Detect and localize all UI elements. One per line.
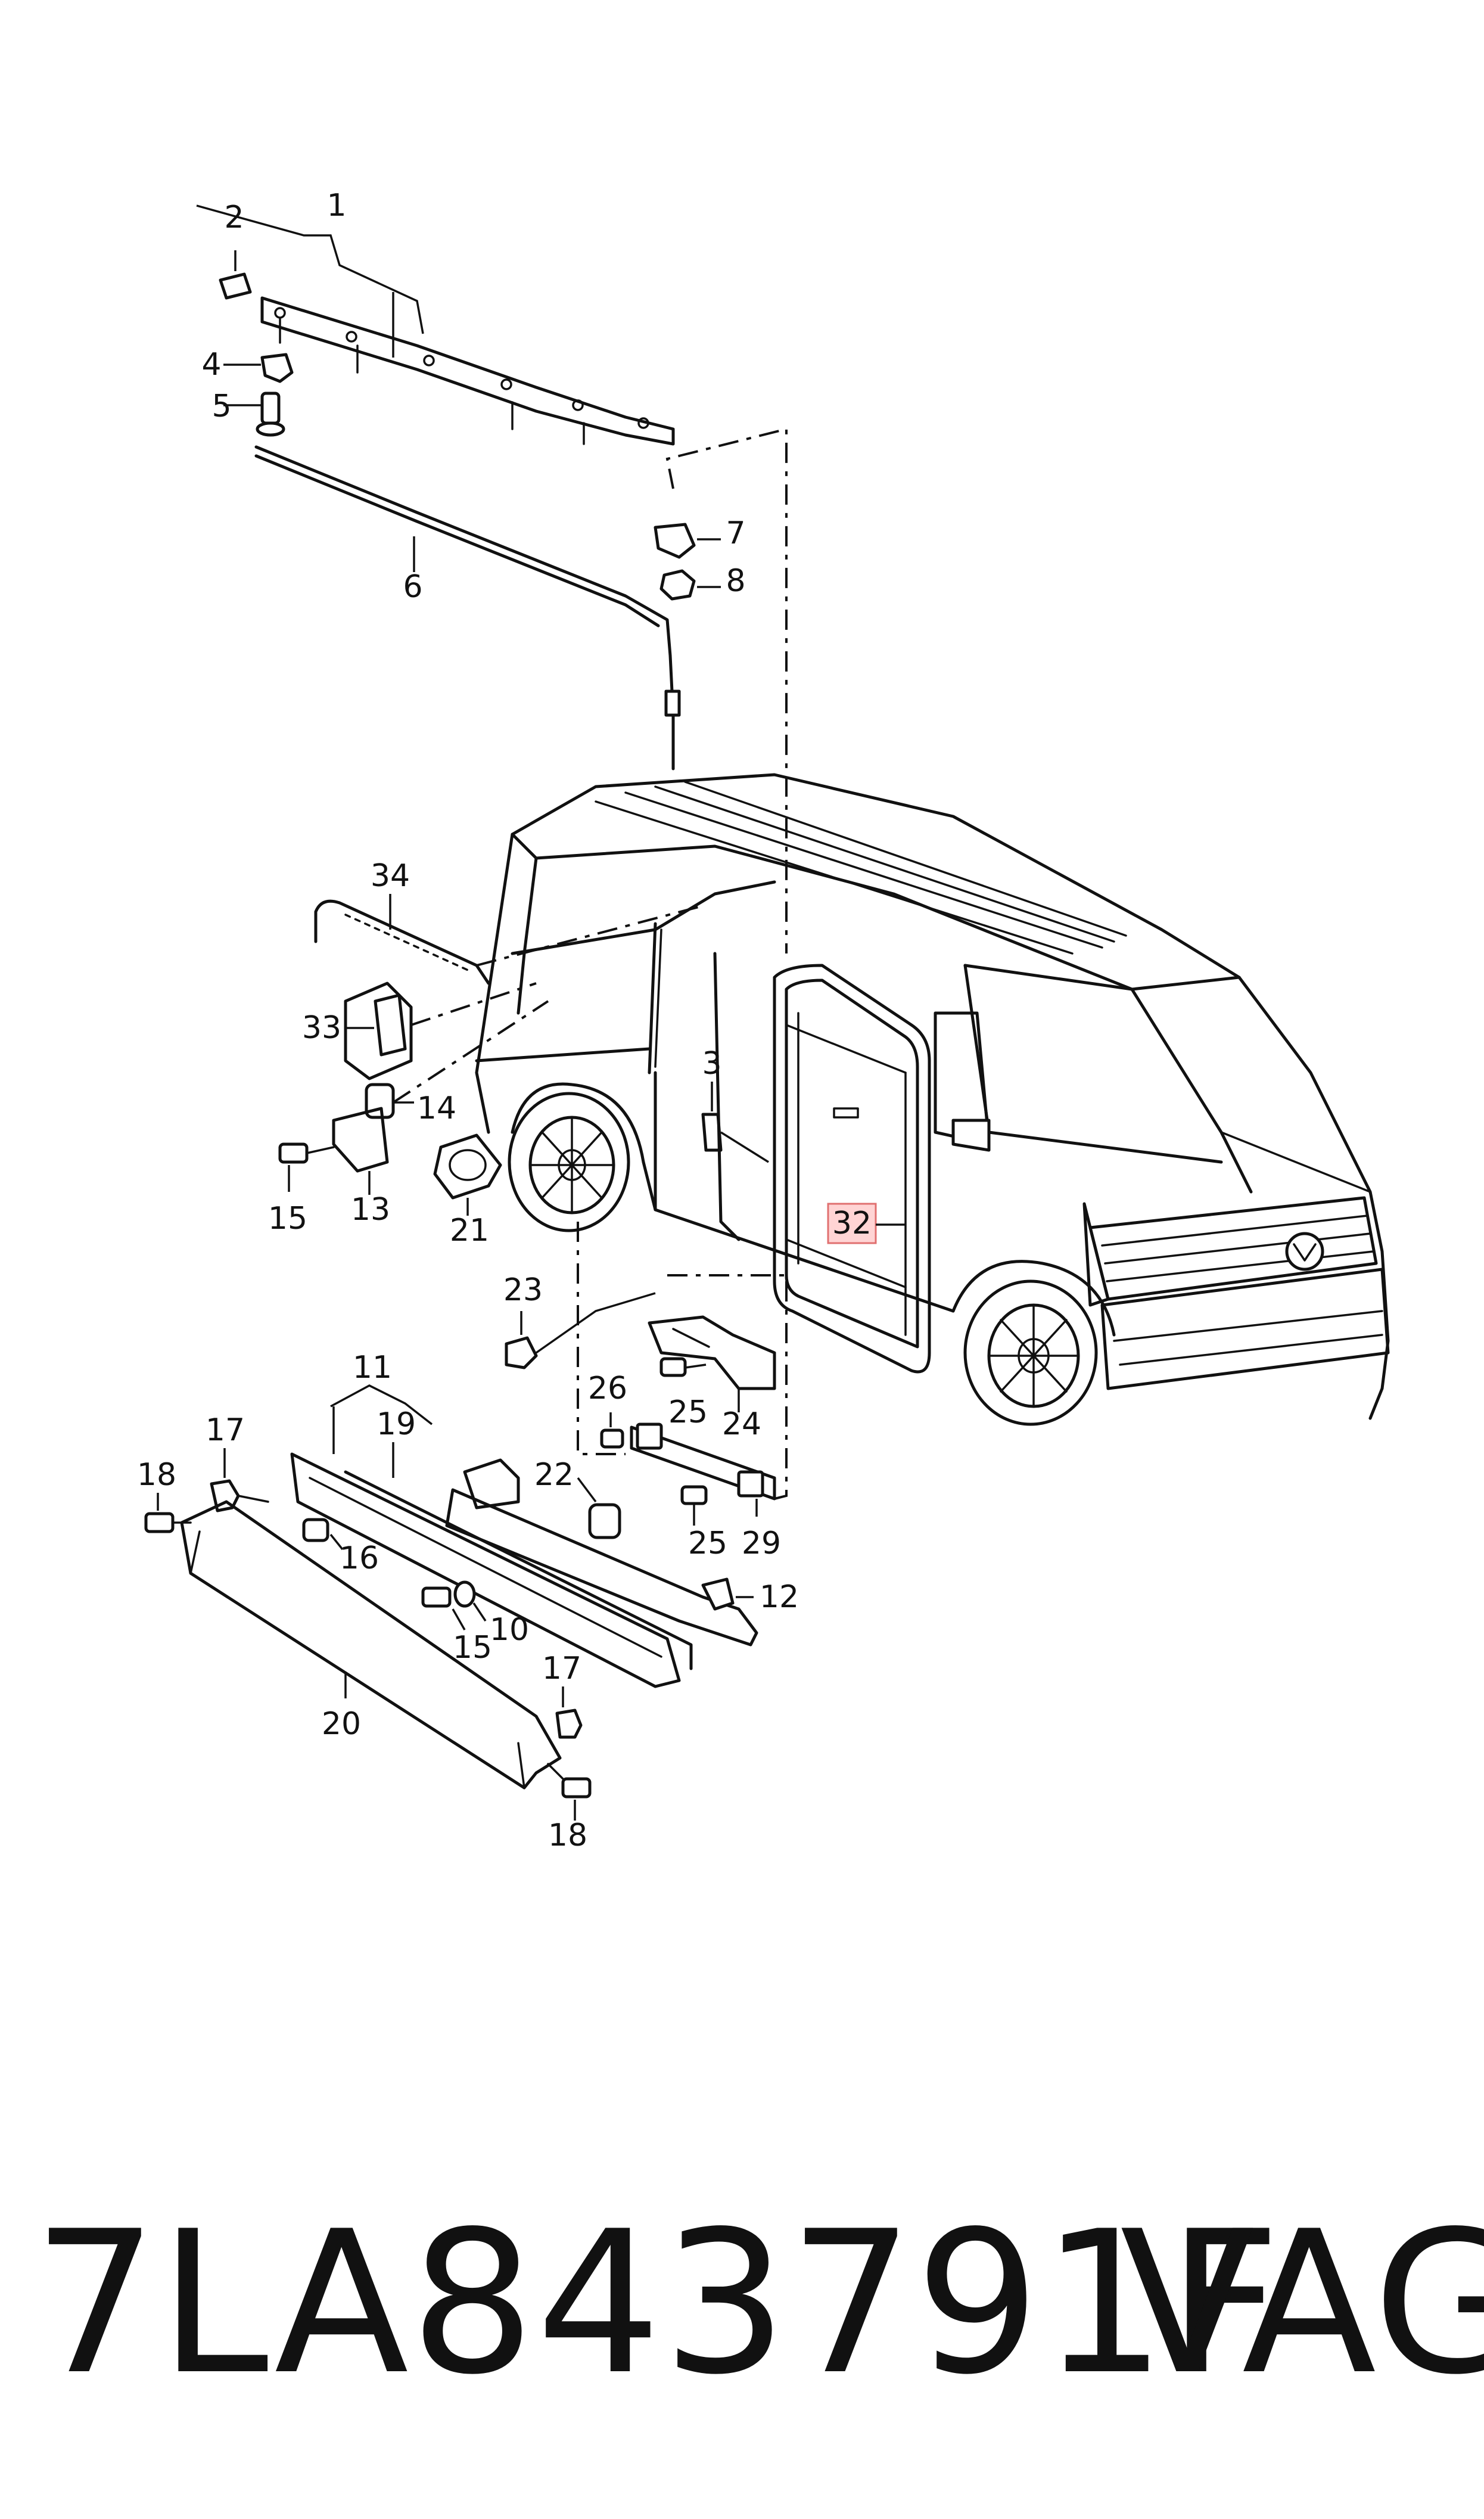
callout-22: 22 — [534, 1457, 574, 1493]
callout-34: 34 — [371, 858, 410, 894]
callout-2: 2 — [224, 200, 244, 235]
lower-rail-assembly — [144, 1274, 788, 1821]
callout-13: 13 — [351, 1192, 390, 1228]
callout-21: 21 — [450, 1213, 489, 1248]
callout-18a: 18 — [137, 1457, 176, 1493]
callout-24: 24 — [722, 1406, 761, 1442]
part-number: 7LA843791F — [33, 2189, 1282, 2418]
callout-3: 3 — [702, 1046, 721, 1082]
callout-1: 1 — [326, 188, 346, 223]
callout-12: 12 — [760, 1579, 799, 1615]
left-mid-parts — [278, 894, 769, 1455]
callout-19: 19 — [377, 1406, 416, 1442]
callout-32: 32 — [832, 1206, 872, 1241]
callout-7: 7 — [726, 515, 745, 551]
callout-26: 26 — [588, 1371, 627, 1406]
callout-6: 6 — [403, 569, 422, 605]
callout-17b: 17 — [542, 1651, 581, 1686]
callout-15b: 15 — [453, 1630, 492, 1666]
callout-14: 14 — [417, 1091, 456, 1126]
callout-29: 29 — [742, 1526, 781, 1561]
callout-18b: 18 — [548, 1818, 587, 1853]
callout-25b: 25 — [688, 1526, 727, 1561]
callout-20: 20 — [322, 1706, 361, 1742]
upper-rail-assembly — [196, 204, 788, 953]
callout-5: 5 — [211, 389, 231, 424]
callout-17a: 17 — [206, 1412, 245, 1448]
callout-32-highlight — [827, 1203, 877, 1244]
callout-33: 33 — [302, 1010, 341, 1046]
callout-15a: 15 — [268, 1201, 307, 1237]
callout-4: 4 — [201, 347, 221, 383]
callout-10: 10 — [490, 1612, 529, 1648]
callout-8: 8 — [726, 563, 745, 599]
brand-label: VAG — [1120, 2189, 1484, 2418]
callout-11: 11 — [353, 1350, 392, 1386]
callout-25a: 25 — [668, 1394, 708, 1430]
callout-16: 16 — [340, 1540, 379, 1576]
van-body — [475, 773, 1390, 1426]
callout-labels: 1 2 3 4 5 6 7 8 10 11 12 13 14 15 15 16 … — [137, 188, 906, 1853]
callout-23: 23 — [503, 1272, 543, 1308]
